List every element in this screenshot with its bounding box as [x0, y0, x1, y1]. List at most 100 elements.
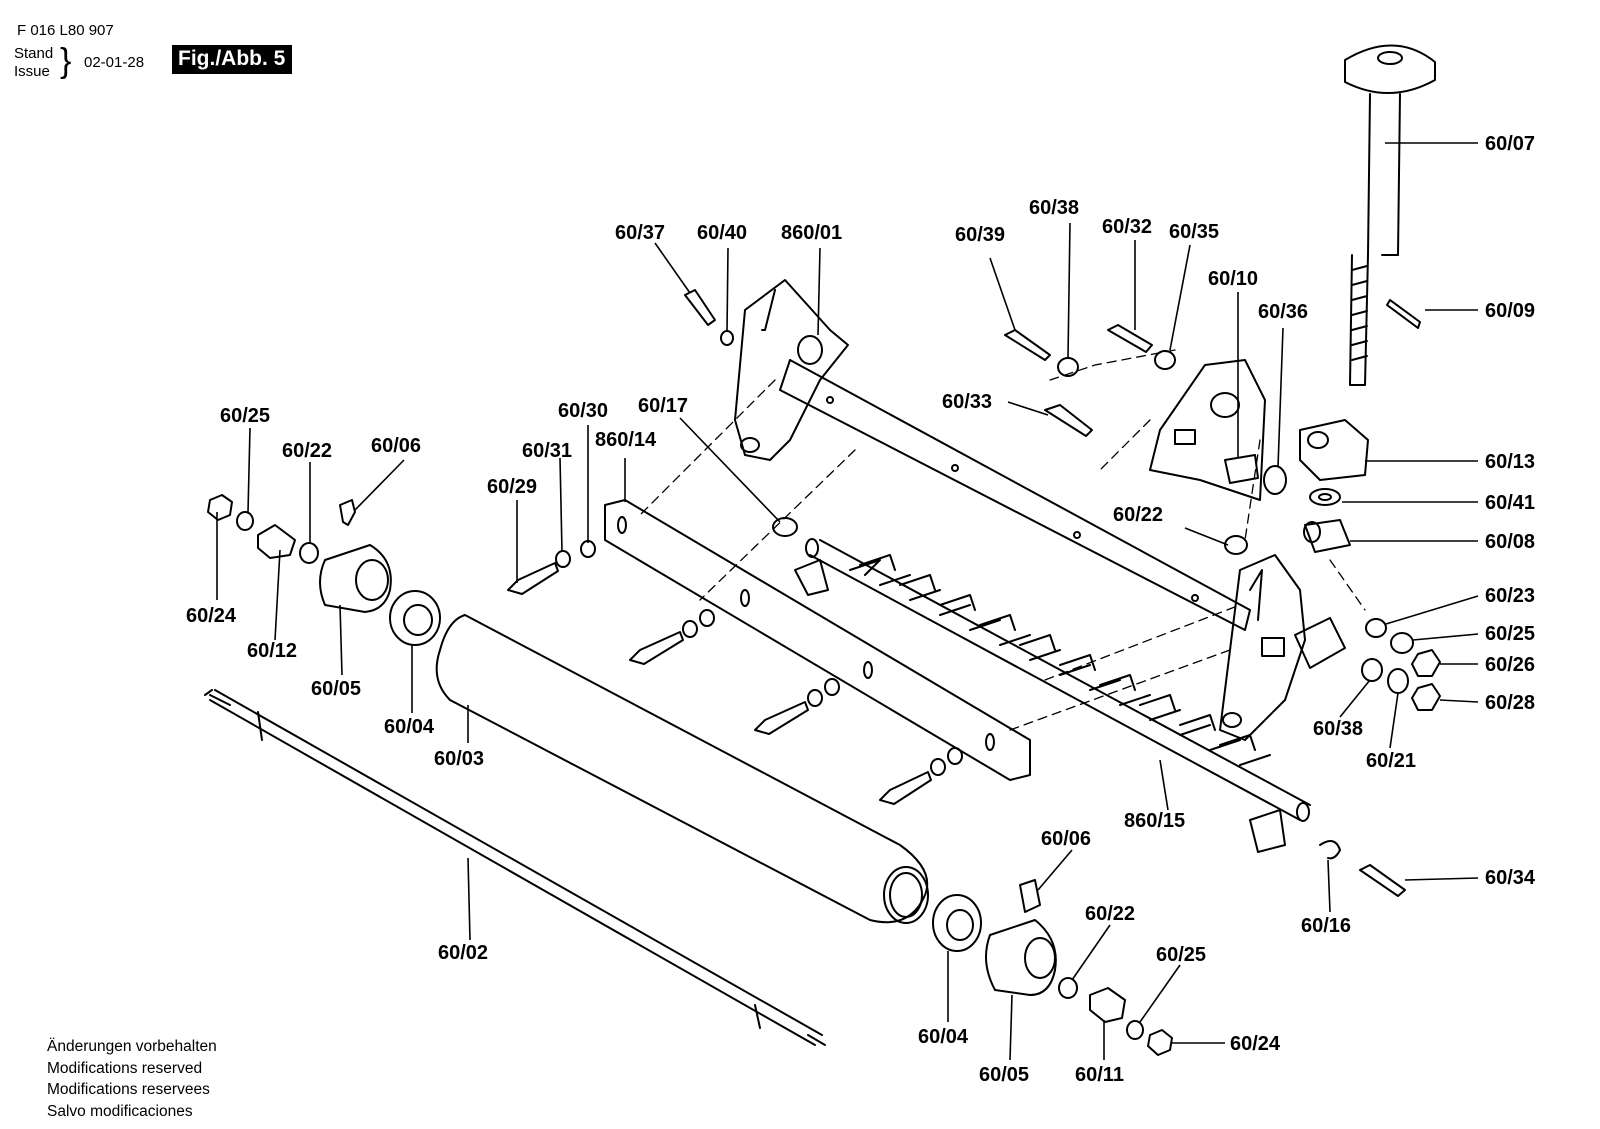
washer-60-41: [1309, 488, 1341, 506]
clip-60-17: [772, 517, 798, 537]
label-860-14: 860/14: [595, 429, 657, 451]
label-60-04-left: 60/04: [384, 716, 435, 738]
bearing-60-04-bottom: [932, 894, 982, 952]
label-60-33: 60/33: [942, 391, 992, 413]
nut-60-24-left: [207, 494, 233, 521]
label-60-38-top: 60/38: [1029, 197, 1079, 219]
label-60-29: 60/29: [487, 476, 537, 498]
circlip-60-16: [1319, 840, 1341, 860]
screw-bar-2: [754, 701, 809, 735]
screw-bar-1: [629, 631, 684, 665]
label-60-34: 60/34: [1485, 867, 1536, 889]
bearing-60-04-left: [389, 590, 441, 646]
note-en: Modifications reserved: [47, 1059, 203, 1077]
washer-60-38-right: [1361, 658, 1383, 682]
washer-60-22-bottom: [1058, 977, 1078, 999]
note-de: Änderungen vorbehalten: [47, 1038, 217, 1055]
pin-60-09: [1386, 299, 1421, 329]
label-60-24-bottom: 60/24: [1230, 1033, 1281, 1055]
washer-60-23: [1365, 618, 1387, 638]
label-60-11: 60/11: [1075, 1064, 1124, 1086]
spindle-60-07: [1344, 44, 1436, 386]
washer-60-31: [555, 550, 571, 568]
washer-60-38-top: [1057, 357, 1079, 377]
nut-60-24-bottom: [1147, 1029, 1173, 1056]
bushing-60-11: [1089, 987, 1126, 1023]
grease-nipple-60-06-left: [339, 499, 356, 526]
roller-860-15: [794, 538, 1311, 853]
label-60-25-right: 60/25: [1485, 623, 1535, 645]
bushing-60-12: [257, 524, 296, 559]
label-60-13: 60/13: [1485, 451, 1535, 473]
side-plate-right: [1149, 359, 1266, 501]
label-60-25-left: 60/25: [220, 405, 270, 427]
label-60-12: 60/12: [247, 640, 297, 662]
label-60-02: 60/02: [438, 942, 488, 964]
label-60-22-left: 60/22: [282, 440, 332, 462]
label-60-28: 60/28: [1485, 692, 1535, 714]
part-labels: 60/07 60/09 60/13 60/41 60/08 60/23 60/2…: [186, 133, 1536, 1086]
leader-lines: [216, 142, 1479, 1061]
label-60-35: 60/35: [1169, 221, 1219, 243]
nut-60-26: [1411, 649, 1441, 677]
label-860-15: 860/15: [1124, 810, 1185, 832]
grease-nipple-60-06-bottom: [1019, 879, 1041, 913]
screw-60-39: [1004, 329, 1051, 361]
screw-60-33: [1044, 404, 1093, 437]
label-60-06-left: 60/06: [371, 435, 421, 457]
screw-60-37: [684, 289, 716, 326]
label-60-24-left: 60/24: [186, 605, 237, 627]
washer-60-22-left: [299, 542, 319, 564]
label-60-38-right: 60/38: [1313, 718, 1363, 740]
note-es: Salvo modificaciones: [47, 1102, 193, 1120]
label-60-31: 60/31: [522, 440, 572, 462]
washer-60-25-right: [1390, 632, 1414, 654]
label-60-37: 60/37: [615, 222, 665, 244]
brace: }: [60, 42, 72, 80]
screw-60-34: [1359, 864, 1406, 897]
stand-label: Stand: [14, 45, 54, 62]
washer-60-21: [1387, 668, 1409, 694]
note-fr: Modifications reservees: [47, 1081, 210, 1098]
label-60-22-bottom: 60/22: [1085, 903, 1135, 925]
label-860-01: 860/01: [781, 222, 842, 244]
washer-60-36: [1263, 465, 1287, 495]
label-60-16: 60/16: [1301, 915, 1351, 937]
label-60-07: 60/07: [1485, 133, 1535, 155]
roller-drum-60-03: [435, 614, 929, 924]
label-60-40: 60/40: [697, 222, 747, 244]
label-60-03: 60/03: [434, 748, 484, 770]
label-60-22-top: 60/22: [1113, 504, 1163, 526]
doc-number: F 016 L80 907: [17, 22, 114, 39]
frame-860-01: [734, 279, 1346, 741]
washer-60-35: [1154, 350, 1176, 370]
screw-bar-3: [879, 771, 932, 805]
figure-label: Fig./Abb. 5: [172, 45, 293, 74]
label-60-32: 60/32: [1102, 216, 1152, 238]
label-60-09: 60/09: [1485, 300, 1535, 322]
label-60-23: 60/23: [1485, 585, 1535, 607]
washer-60-30: [580, 540, 596, 558]
bushing-60-10: [1224, 454, 1259, 484]
assembly-guide-lines: [639, 349, 1366, 731]
notes: Änderungen vorbehalten Modifications res…: [47, 1036, 217, 1122]
washer-60-25-left: [236, 511, 254, 531]
clamp-60-13: [1299, 419, 1369, 481]
label-60-05-bottom: 60/05: [979, 1064, 1029, 1086]
sleeve-60-08: [1303, 519, 1351, 553]
label-60-39: 60/39: [955, 224, 1005, 246]
label-60-30: 60/30: [558, 400, 608, 422]
label-60-17: 60/17: [638, 395, 688, 417]
bearing-housing-60-05-bottom: [985, 919, 1057, 996]
label-60-08: 60/08: [1485, 531, 1535, 553]
label-60-05-left: 60/05: [311, 678, 361, 700]
axle-60-02: [204, 689, 826, 1046]
washer-60-40: [720, 330, 734, 346]
screw-60-29: [507, 562, 559, 595]
nut-60-28: [1411, 683, 1441, 711]
bearing-housing-60-05-left: [319, 544, 392, 613]
washer-60-25-bottom: [1126, 1020, 1144, 1040]
label-60-36: 60/36: [1258, 301, 1308, 323]
label-60-26: 60/26: [1485, 654, 1535, 676]
